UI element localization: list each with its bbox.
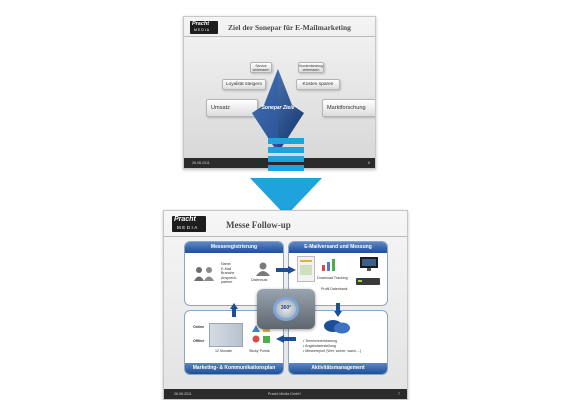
box-kosten: Kosten sparen: [296, 79, 340, 90]
panel-header: E-Mailversand und Messung: [289, 242, 387, 253]
pracht-media-logo: Pracht MEDIA: [172, 216, 206, 232]
footer-date: 26.08.2011: [174, 392, 192, 396]
box-umsatz: Umsatz: [206, 99, 258, 117]
activity-item: • Terminvereinbarung: [303, 339, 337, 343]
title-divider: [184, 36, 375, 37]
box-service: Service verbessern: [250, 62, 272, 73]
box-kundenbindung: Kundenbindung verbessern: [298, 62, 324, 73]
logo-top-text: Pracht: [174, 216, 196, 223]
download-tracking-label: Download Tracking: [317, 276, 348, 280]
chart-icon: [322, 259, 335, 271]
title-divider: [164, 236, 407, 237]
twelve-months-label: 12 Monate: [215, 349, 232, 353]
footer-date: 26.08.2011: [192, 161, 210, 165]
arrow-down-icon: [334, 303, 342, 317]
datennutz-label: Datennutz: [251, 278, 268, 282]
logo-bottom-text: MEDIA: [177, 225, 199, 230]
panel-header: Aktivitätsmanagement: [289, 363, 387, 374]
slide-title: Ziel der Sonepar für E-Mailmarketing: [228, 23, 351, 32]
email-preview: [297, 256, 315, 282]
slide-title: Messe Follow-up: [226, 220, 291, 230]
online-label: Online: [193, 325, 205, 329]
person-icon: [256, 262, 270, 276]
slide-footer: 26.08.2011 Pracht Media GmbH 7: [164, 389, 407, 399]
arrow-up-icon: [230, 303, 238, 317]
timeline-grid: [209, 323, 243, 347]
hub-label: 360°: [280, 305, 292, 311]
offline-label: Offline: [193, 339, 205, 343]
profil-datenbank-label: Profil Datenbank: [321, 287, 348, 291]
logo-bottom-text: MEDIA: [194, 28, 211, 32]
footer-company: Pracht Media GmbH: [268, 392, 301, 396]
cycle-ring-icon: [273, 297, 299, 321]
monitor-icon: [360, 257, 378, 271]
logo-top-text: Pracht: [192, 21, 210, 27]
sticky-points-label: Sticky Points: [249, 349, 270, 353]
box-marktforschung: Marktforschung: [322, 99, 375, 117]
people-icon: [194, 267, 214, 281]
contact-field: Branche: [221, 271, 235, 275]
contact-field: E-Mail: [221, 266, 232, 271]
activity-item: • Angebotserstellung: [303, 344, 336, 348]
slide-messe-follow-up: Pracht MEDIA Messe Follow-up Messeregist…: [163, 210, 408, 400]
chat-bubbles-icon: [324, 320, 350, 334]
panel-header: Messeregistrierung: [185, 242, 283, 253]
arrow-right-icon: [276, 266, 296, 274]
transition-down-arrow-icon: [250, 138, 322, 216]
arrow-label: Sonepar Ziele: [261, 105, 295, 111]
footer-page: 6: [368, 161, 370, 165]
activity-item: • Messereport (Wer, woher, wann,...): [303, 349, 362, 353]
slide-footer: 26.08.2011 6: [184, 158, 375, 168]
sonepar-ziele-arrow-icon: [252, 69, 304, 153]
panel-header: Marketing- & Kommunikationsplan: [185, 363, 283, 374]
footer-page: 7: [398, 392, 400, 396]
hub-360: 360°: [257, 289, 315, 329]
contact-field: partner: [221, 280, 233, 284]
contact-field: Ansprech-: [221, 275, 238, 280]
slide-ziel-sonepar: Pracht MEDIA Ziel der Sonepar für E-Mail…: [183, 16, 376, 169]
contact-field: Name: [221, 262, 231, 266]
box-loyalitaet: Loyalität steigern: [222, 79, 266, 90]
arrow-left-icon: [276, 335, 296, 343]
pracht-media-logo: Pracht MEDIA: [190, 21, 218, 34]
database-server-icon: [356, 278, 380, 285]
